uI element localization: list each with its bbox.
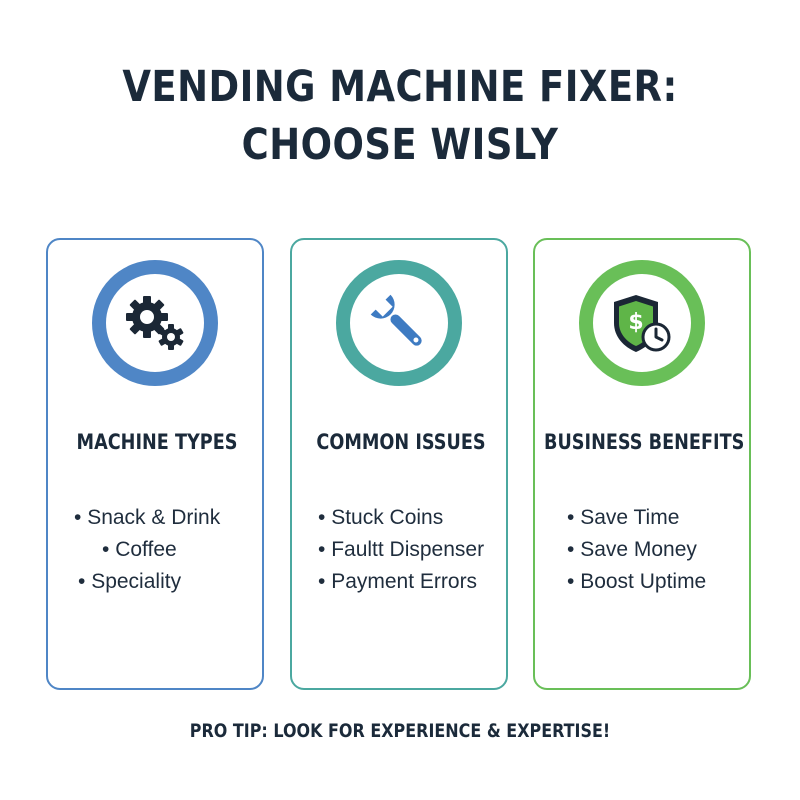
gears-icon [126,296,184,350]
card-machine-types: MACHINE TYPES Snack & Drink Coffee Speci… [46,238,264,690]
card-list: Save Time Save Money Boost Uptime [535,502,753,598]
list-item: Coffee [48,534,266,566]
card-business-benefits: $ BUSINESS BENEFITS Save Time Save Money… [533,238,751,690]
card-heading: MACHINE TYPES [76,430,238,454]
card-heading: BUSINESS BENEFITS [544,430,745,454]
gears-icon-ring [92,260,218,386]
list-item: Save Time [535,502,753,534]
list-item: Boost Uptime [535,566,753,598]
pro-tip: PRO TIP: LOOK FOR EXPERIENCE & EXPERTISE… [189,720,611,742]
list-item: Payment Errors [292,566,510,598]
page-title: VENDING MACHINE FIXER: CHOOSE WISLY [56,58,744,174]
list-item: Snack & Drink [48,502,266,534]
list-item: Stuck Coins [292,502,510,534]
page-title-line-1: VENDING MACHINE FIXER: [122,62,678,112]
shield-dollar-clock-icon-ring: $ [579,260,705,386]
wrench-icon [370,294,422,346]
svg-text:$: $ [628,310,643,335]
card-list: Snack & Drink Coffee Speciality [48,502,266,598]
list-item: Save Money [535,534,753,566]
card-list: Stuck Coins Faultt Dispenser Payment Err… [292,502,510,598]
card-common-issues: COMMON ISSUES Stuck Coins Faultt Dispens… [290,238,508,690]
shield-dollar-clock-icon: $ [614,295,671,352]
list-item: Speciality [48,566,266,598]
wrench-icon-ring [336,260,462,386]
page-title-line-2: CHOOSE WISLY [241,120,559,170]
list-item: Faultt Dispenser [292,534,510,566]
card-heading: COMMON ISSUES [316,430,486,454]
